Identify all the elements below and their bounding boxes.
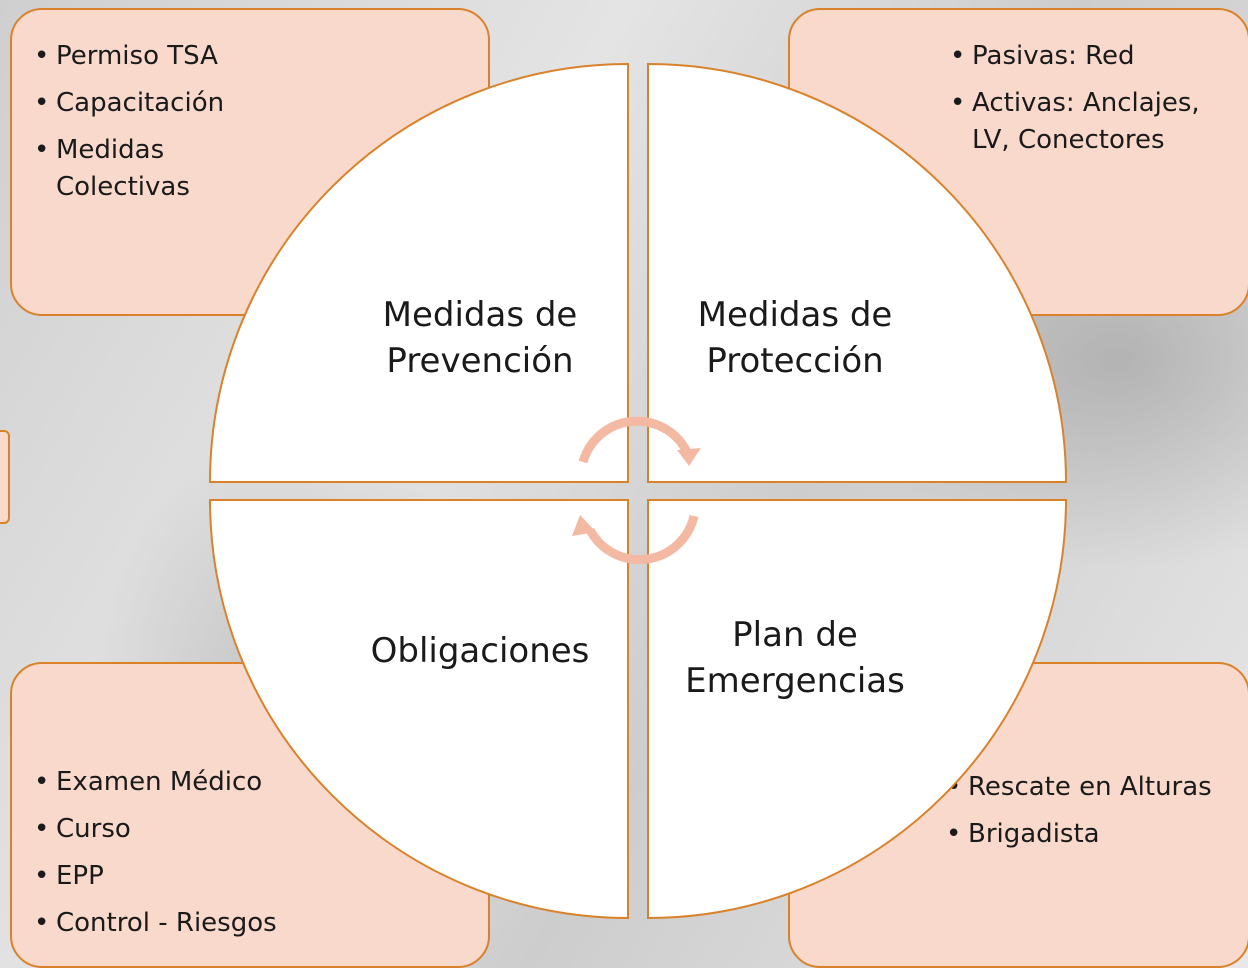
list-item: Permiso TSA: [34, 38, 294, 75]
list-item: Medidas Colectivas: [34, 132, 294, 206]
list-prevencion: Permiso TSA Capacitación Medidas Colecti…: [34, 38, 294, 216]
quadrant-prevencion: [208, 62, 629, 483]
list-emergencias: Rescate en Alturas Brigadista: [946, 769, 1226, 863]
arrow-top-icon: [578, 416, 692, 464]
list-item: Activas: Anclajes, LV, Conectores: [950, 85, 1240, 159]
list-item: Rescate en Alturas: [946, 769, 1226, 806]
side-tab: [0, 430, 10, 524]
list-item: Examen Médico: [34, 764, 354, 801]
label-prevencion: Medidas de Prevención: [382, 295, 578, 381]
arrowhead-bottom-icon: [572, 515, 596, 536]
list-item: Capacitación: [34, 85, 294, 122]
list-item: Brigadista: [946, 816, 1226, 853]
list-item: Pasivas: Red: [950, 38, 1240, 75]
card-prevencion: Permiso TSA Capacitación Medidas Colecti…: [10, 8, 490, 316]
label-proteccion: Medidas de Protección: [697, 295, 893, 381]
list-proteccion: Pasivas: Red Activas: Anclajes, LV, Cone…: [950, 38, 1240, 169]
list-item: Control - Riesgos: [34, 905, 354, 942]
list-obligaciones: Examen Médico Curso EPP Control - Riesgo…: [34, 764, 354, 952]
quadrant-proteccion: [647, 62, 1068, 483]
arrow-bottom-icon: [586, 514, 699, 565]
label-obligaciones: Obligaciones: [370, 631, 590, 671]
cycle-arrows-icon: [572, 416, 701, 565]
list-item: Curso: [34, 811, 354, 848]
label-emergencias: Plan de Emergencias: [685, 615, 905, 701]
quadrant-obligaciones: [208, 499, 629, 920]
list-item: EPP: [34, 858, 354, 895]
quadrant-emergencias: [647, 499, 1068, 920]
arrowhead-top-icon: [677, 448, 701, 466]
